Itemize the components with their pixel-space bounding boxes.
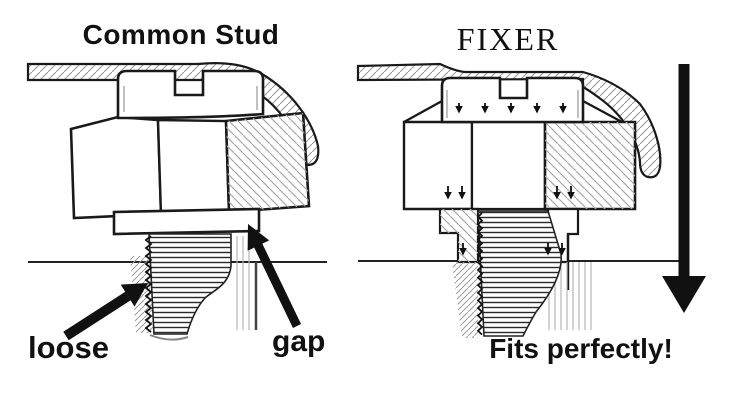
common-stud-drawing [26, 62, 327, 341]
fits-perfectly-caption: Fits perfectly! [489, 333, 673, 364]
pressure-arrows-icon [444, 103, 575, 256]
loose-arrow-icon [63, 283, 148, 341]
right-nut-bevel [582, 99, 623, 124]
right-washer-left-hatch [440, 209, 478, 262]
left-thread-tip [149, 334, 189, 341]
gap-arrow-icon [247, 224, 302, 328]
left-nut-right-hatch [226, 113, 309, 212]
left-nut-left-half [69, 115, 163, 220]
right-threads-zigzag [476, 212, 484, 336]
left-threads-zigzag [144, 235, 153, 333]
left-hole-shading [232, 236, 254, 330]
left-washer [112, 207, 261, 236]
loose-label: loose [28, 330, 109, 365]
right-sheet-plate [356, 62, 662, 179]
left-threads-ridges [149, 234, 231, 334]
right-bolt-head [440, 76, 585, 124]
right-hole-hatch [452, 262, 478, 338]
right-panel-title: FIXER [456, 21, 560, 57]
gap-label: gap [272, 325, 326, 358]
left-panel-title: Common Stud [82, 19, 280, 50]
left-stud-shank [156, 118, 231, 216]
force-down-arrow-icon [662, 64, 706, 313]
right-nut-right-hatch [545, 122, 635, 209]
left-bolt-head [116, 69, 265, 120]
right-threads-ridges [478, 211, 562, 336]
right-nut-bevel [403, 99, 443, 124]
right-stud-shank [470, 120, 547, 211]
fixer-drawing [356, 62, 706, 338]
